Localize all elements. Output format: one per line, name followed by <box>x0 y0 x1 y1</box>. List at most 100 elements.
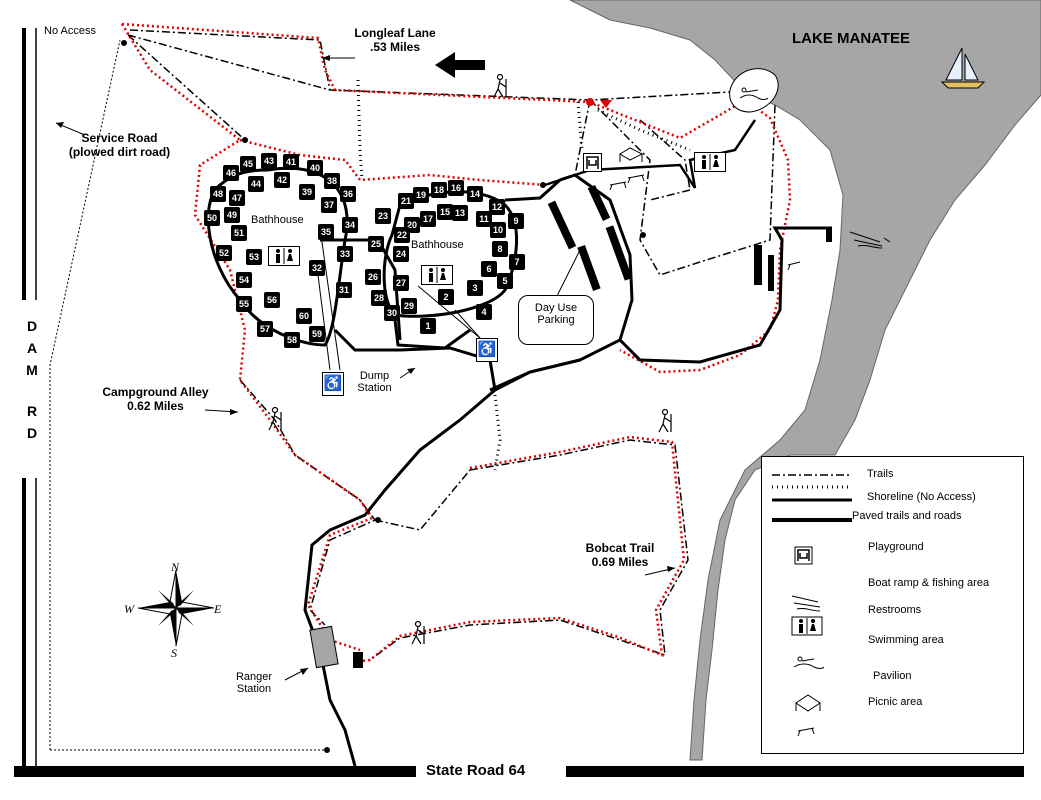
campsite-marker: 16 <box>448 180 464 196</box>
trail-red-bobcat <box>306 435 686 664</box>
sailboat-icon <box>940 47 986 89</box>
direction-arrow-icon <box>435 52 485 78</box>
campsite-marker: 55 <box>236 296 252 312</box>
campsite-marker: 18 <box>431 182 447 198</box>
hiker-icon <box>268 73 672 645</box>
legend-swimming-label: Swimming area <box>868 634 944 646</box>
campsite-marker: 59 <box>309 326 325 342</box>
legend-trails-label: Trails <box>867 468 894 480</box>
campsite-marker: 54 <box>236 272 252 288</box>
campsite-marker: 23 <box>375 208 391 224</box>
campsite-marker: 57 <box>257 321 273 337</box>
dump-station-label: Dump Station <box>357 370 392 394</box>
legend-picnic-label: Picnic area <box>868 696 923 708</box>
campsite-marker: 60 <box>296 308 312 324</box>
campsite-marker: 58 <box>284 332 300 348</box>
campsite-marker: 24 <box>393 246 409 262</box>
campsite-marker: 34 <box>342 217 358 233</box>
campsite-marker: 56 <box>264 292 280 308</box>
lake-name: LAKE MANATEE <box>792 30 911 47</box>
campsite-marker: 8 <box>492 241 508 257</box>
campsite-marker: 32 <box>309 260 325 276</box>
campsite-marker: 4 <box>476 304 492 320</box>
campsite-marker: 2 <box>438 289 454 305</box>
campsite-marker: 11 <box>476 211 492 227</box>
trail-bobcat-dashdot <box>239 379 689 661</box>
bathhouse-east-label: Bathhouse <box>411 239 464 251</box>
compass-south: S <box>171 646 177 660</box>
campsite-marker: 36 <box>340 186 356 202</box>
campsite-marker: 3 <box>467 280 483 296</box>
ranger-station-label: Ranger Station <box>235 671 273 695</box>
campsite-marker: 35 <box>318 224 334 240</box>
campsite-marker: 17 <box>420 211 436 227</box>
campsite-marker: 5 <box>497 273 513 289</box>
compass-west: W <box>124 602 134 616</box>
dam-road-letter: D <box>26 425 38 441</box>
map-legend: Trails Shoreline (No Access) Paved trail… <box>761 456 1024 754</box>
campsite-marker: 6 <box>481 261 497 277</box>
day-use-parking-callout: Day Use Parking <box>518 295 594 345</box>
campsite-marker: 25 <box>368 236 384 252</box>
restrooms-icon <box>694 152 726 172</box>
campsite-marker: 12 <box>489 199 505 215</box>
state-road-right <box>566 766 1024 777</box>
campsite-marker: 45 <box>240 156 256 172</box>
ranger-station-building <box>309 625 339 669</box>
campsite-marker: 38 <box>324 173 340 189</box>
campsite-marker: 43 <box>261 153 277 169</box>
compass-rose-icon <box>137 569 215 647</box>
wheelchair-accessible-icon: ♿ <box>476 338 498 362</box>
campsite-marker: 47 <box>229 190 245 206</box>
campsite-marker: 42 <box>274 172 290 188</box>
playground-icon <box>583 153 602 172</box>
swimmer-icon <box>739 87 769 100</box>
campsite-marker: 1 <box>420 318 436 334</box>
trail-red-east <box>619 98 792 374</box>
compass-east: E <box>214 602 222 616</box>
campsite-marker: 21 <box>398 193 414 209</box>
longleaf-lane-label: Longleaf Lane .53 Miles <box>354 26 436 54</box>
lake-manatee-water <box>569 0 1041 761</box>
picnic-table-icon <box>609 174 801 271</box>
campsite-marker: 53 <box>246 249 262 265</box>
campsite-marker: 31 <box>336 282 352 298</box>
campsite-marker: 52 <box>216 245 232 261</box>
campsite-marker: 46 <box>223 165 239 181</box>
campsite-marker: 40 <box>307 160 323 176</box>
legend-playground-label: Playground <box>868 541 924 553</box>
campsite-marker: 37 <box>321 197 337 213</box>
main-entrance-road <box>303 388 496 767</box>
campsite-marker: 14 <box>467 186 483 202</box>
state-road-left <box>14 766 416 777</box>
dam-road-letter: R <box>26 403 38 419</box>
boat-ramp-icon <box>849 231 891 249</box>
legend-boat-ramp-label: Boat ramp & fishing area <box>868 577 990 589</box>
day-use-parking-stalls <box>547 184 774 291</box>
legend-symbols <box>772 474 852 737</box>
campground-alley-label: Campground Alley 0.62 Miles <box>102 385 209 413</box>
service-road-label: Service Road (plowed dirt road) <box>68 131 171 159</box>
campsite-marker: 51 <box>231 225 247 241</box>
restrooms-icon <box>421 265 453 285</box>
bobcat-trail-label: Bobcat Trail 0.69 Miles <box>585 541 655 569</box>
campsite-marker: 33 <box>337 246 353 262</box>
state-road-label: State Road 64 <box>426 762 526 779</box>
campsite-marker: 9 <box>508 213 524 229</box>
campsite-marker: 39 <box>299 184 315 200</box>
dam-road-letter: M <box>26 362 38 378</box>
no-access-label: No Access <box>44 25 96 37</box>
campsite-marker: 30 <box>384 305 400 321</box>
legend-paved-label: Paved trails and roads <box>852 510 962 522</box>
campsite-marker: 50 <box>204 210 220 226</box>
wheelchair-accessible-icon: ♿ <box>322 372 344 396</box>
bathhouse-west-label: Bathhouse <box>251 214 304 226</box>
campsite-marker: 13 <box>452 205 468 221</box>
legend-pavilion-label: Pavilion <box>873 670 912 682</box>
campsite-marker: 41 <box>283 154 299 170</box>
campsite-marker: 49 <box>224 207 240 223</box>
campsite-marker: 28 <box>371 290 387 306</box>
campsite-marker: 22 <box>394 227 410 243</box>
campsite-marker: 27 <box>393 275 409 291</box>
